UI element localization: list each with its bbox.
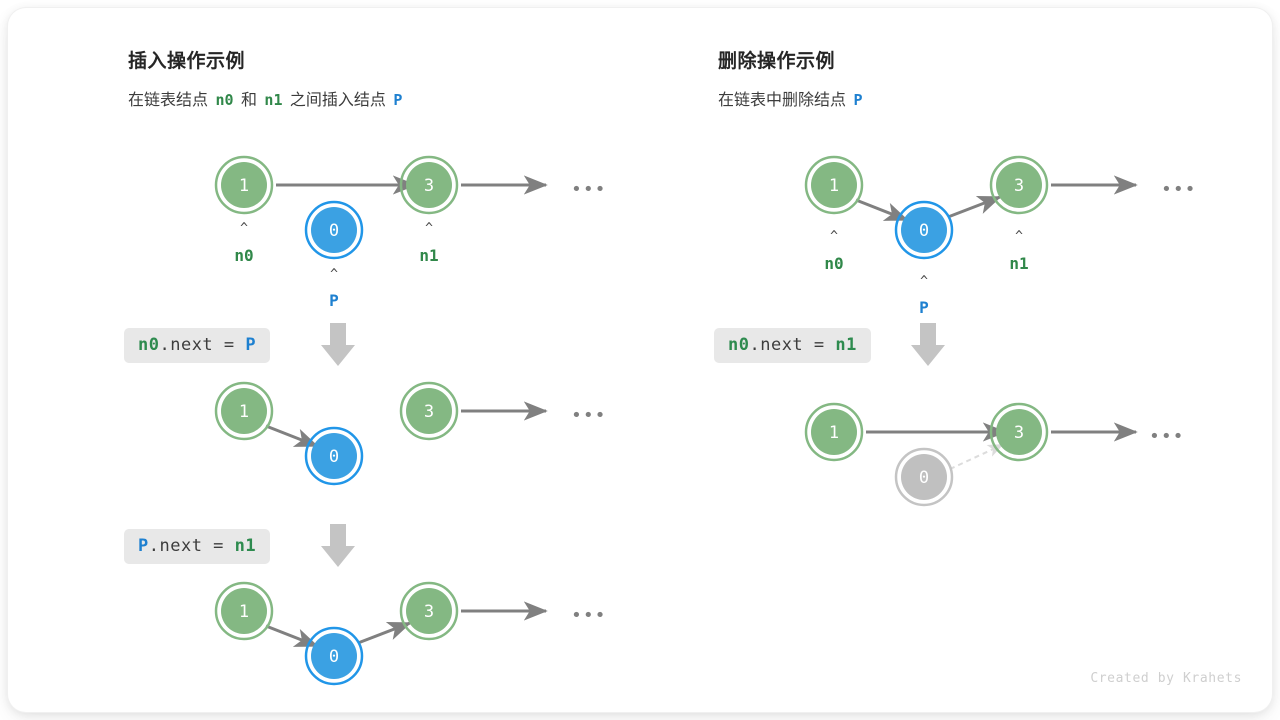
subtitle-text-1: 在链表结点 (128, 92, 213, 109)
node-value: 0 (329, 447, 339, 467)
credit-label: Created by Krahets (1090, 671, 1242, 686)
subtitle-text-1: 在链表中删除结点 (718, 92, 851, 109)
ellipsis: ••• (571, 605, 607, 626)
node-1: 1 (804, 402, 864, 462)
ellipsis: ••• (571, 179, 607, 200)
ellipsis: ••• (571, 405, 607, 426)
code-token-next: .next = (159, 335, 246, 355)
caret-icon: ^ (920, 274, 928, 289)
node-0: 0 (304, 200, 364, 260)
code-token-next: .next = (148, 536, 235, 556)
panel-insert-subtitle: 在链表结点 n0 和 n1 之间插入结点 P (128, 86, 405, 110)
pointer-label-n1: n1 (419, 246, 438, 265)
node-value: 1 (829, 176, 839, 196)
pointer-label-n1: n1 (1009, 254, 1028, 273)
panel-delete-subtitle: 在链表中删除结点 P (718, 86, 865, 110)
subtitle-text-2: 和 (236, 92, 262, 109)
removed-link-arrow (949, 444, 1004, 470)
node-value: 1 (239, 176, 249, 196)
insert-diagram-svg: 1 3 0 ^ n0 (214, 155, 607, 686)
caret-icon: ^ (330, 267, 338, 282)
code-token-n0: n0 (728, 335, 750, 355)
pointer-label-n0: n0 (234, 246, 253, 265)
node-3: 3 (399, 381, 459, 441)
node-value: 1 (829, 423, 839, 443)
code-token-next: .next = (749, 335, 836, 355)
node-3: 3 (989, 155, 1049, 215)
node-value: 0 (919, 468, 929, 488)
step-arrow-down-icon (321, 524, 355, 567)
panel-delete: 删除操作示例 在链表中删除结点 P n0.next = n1 (708, 8, 1268, 712)
link-arrow-p-n1 (357, 621, 412, 645)
ellipsis: ••• (1161, 179, 1197, 200)
node-value: 1 (239, 602, 249, 622)
subtitle-token-p: P (393, 91, 403, 109)
ellipsis: ••• (1149, 426, 1185, 447)
node-value: 0 (329, 647, 339, 667)
node-1: 1 (214, 381, 274, 441)
diagram-card: 插入操作示例 在链表结点 n0 和 n1 之间插入结点 P n0.next = … (8, 8, 1272, 712)
panel-insert-title: 插入操作示例 (128, 51, 246, 72)
node-value: 3 (1014, 423, 1024, 443)
node-3: 3 (989, 402, 1049, 462)
node-0: 0 (894, 200, 954, 260)
node-0-removed: 0 (894, 447, 954, 507)
subtitle-text-3: 之间插入结点 (285, 92, 391, 109)
delete-step-1-row: 1 3 0 ^ n0 ^ n1 (804, 155, 1197, 317)
node-1: 1 (804, 155, 864, 215)
subtitle-token-n0: n0 (215, 91, 234, 109)
code-token-p: P (245, 335, 257, 355)
delete-step-2-row: 1 3 0 ••• (804, 402, 1185, 507)
node-value: 0 (919, 221, 929, 241)
step-arrow-down-icon (321, 323, 355, 366)
code-token-n1: n1 (234, 536, 257, 556)
delete-diagram-svg: 1 3 0 ^ n0 ^ n1 (804, 155, 1197, 507)
caret-icon: ^ (830, 229, 838, 244)
code-n0-next-p: n0.next = P (124, 328, 271, 363)
caret-icon: ^ (425, 221, 433, 236)
caret-icon: ^ (1015, 229, 1023, 244)
node-3: 3 (399, 581, 459, 641)
subtitle-token-p: P (853, 91, 863, 109)
node-3: 3 (399, 155, 459, 215)
insert-step-1-row: 1 3 0 ^ n0 (214, 155, 607, 310)
panel-delete-title: 删除操作示例 (718, 51, 836, 72)
link-arrow-p-n1 (947, 195, 1002, 219)
code-p-next-n1: P.next = n1 (124, 529, 271, 564)
insert-step-2-row: 1 3 0 ••• (214, 381, 607, 486)
node-value: 3 (1014, 176, 1024, 196)
code-token-n1: n1 (835, 335, 857, 355)
code-token-n0: n0 (138, 335, 160, 355)
code-token-p: P (138, 536, 149, 556)
node-0: 0 (304, 626, 364, 686)
code-n0-next-n1: n0.next = n1 (714, 328, 871, 363)
pointer-label-p: P (919, 298, 929, 317)
node-value: 3 (424, 176, 434, 196)
node-1: 1 (214, 581, 274, 641)
pointer-label-p: P (329, 291, 339, 310)
node-1: 1 (214, 155, 274, 215)
caret-icon: ^ (240, 221, 248, 236)
node-value: 0 (329, 221, 339, 241)
subtitle-token-n1: n1 (264, 91, 283, 109)
pointer-label-n0: n0 (824, 254, 843, 273)
step-arrow-down-icon (911, 323, 945, 366)
node-value: 1 (239, 402, 249, 422)
insert-step-3-row: 1 3 0 ••• (214, 581, 607, 686)
panel-insert: 插入操作示例 在链表结点 n0 和 n1 之间插入结点 P n0.next = … (118, 8, 698, 712)
node-0: 0 (304, 426, 364, 486)
node-value: 3 (424, 402, 434, 422)
node-value: 3 (424, 602, 434, 622)
